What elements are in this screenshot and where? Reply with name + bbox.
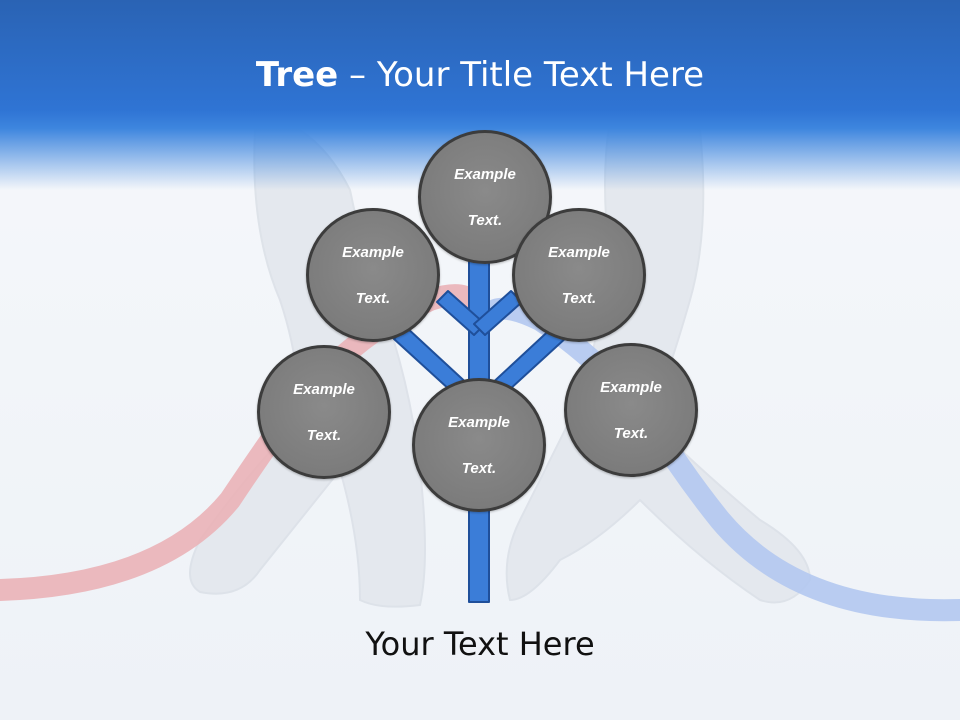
node-center-line1: Example bbox=[448, 413, 510, 431]
node-center-line2: Text. bbox=[461, 459, 497, 477]
node-top-line1: Example bbox=[454, 165, 516, 183]
node-upper-left-line1: Example bbox=[342, 243, 404, 261]
node-lower-right-line1: Example bbox=[600, 378, 662, 396]
node-top-line2: Text. bbox=[467, 211, 503, 229]
node-upper-right-line1: Example bbox=[548, 243, 610, 261]
node-lower-left-line1: Example bbox=[293, 380, 355, 398]
title-bold-word: Tree bbox=[255, 55, 339, 95]
node-upper-left-line2: Text. bbox=[355, 289, 391, 307]
node-lower-right-line2: Text. bbox=[613, 424, 649, 442]
node-upper-right-line2: Text. bbox=[561, 289, 597, 307]
slide-title: Tree – Your Title Text Here bbox=[0, 50, 960, 100]
footer-text: Your Text Here bbox=[365, 625, 595, 663]
title-text: – Your Title Text Here bbox=[338, 55, 705, 95]
branch-right-upper bbox=[473, 290, 523, 336]
node-lower-left-line2: Text. bbox=[306, 426, 342, 444]
